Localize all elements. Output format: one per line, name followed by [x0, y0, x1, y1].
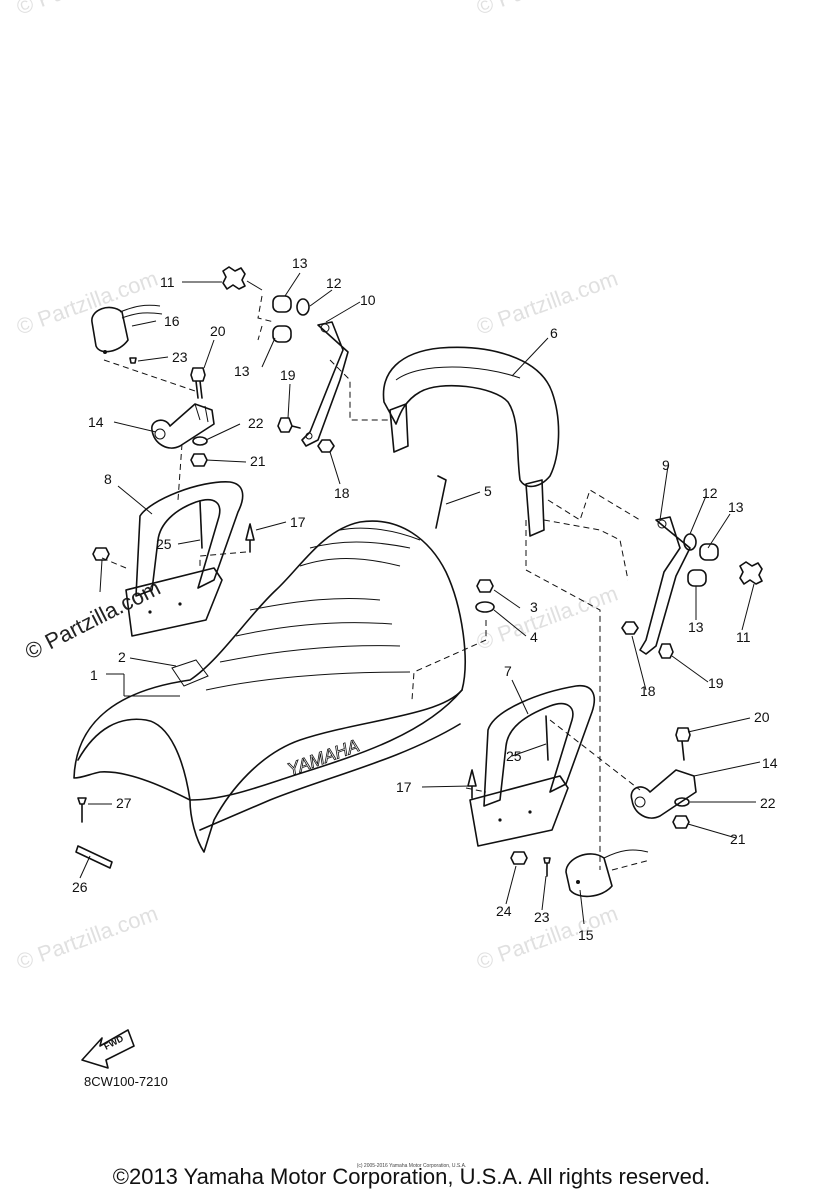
diagram-code: 8CW100-7210: [84, 1074, 168, 1089]
callout-11: 11: [736, 629, 751, 645]
callout-22: 22: [760, 795, 776, 811]
part-8-grab-bar-left: [125, 481, 244, 637]
part-22-washer: [192, 436, 208, 446]
part-23-screw: [129, 357, 137, 364]
callout-21: 21: [250, 453, 266, 469]
part-12-washer: [296, 298, 310, 316]
callout-13: 13: [292, 255, 308, 271]
part-14-hinge-left: [151, 403, 215, 449]
watermark: © Partzilla.com: [473, 581, 621, 655]
part-20-bolt: [675, 727, 691, 761]
callout-24: 24: [496, 903, 512, 919]
callout-18: 18: [334, 485, 350, 501]
part-11-knob-left: [222, 266, 263, 291]
part-17-rivet: [467, 769, 477, 799]
fwd-label: FWD: [102, 1033, 125, 1052]
part-13-bushing: [272, 325, 292, 343]
part-18-nut: [621, 621, 639, 635]
callout-14: 14: [762, 755, 778, 771]
callout-12: 12: [702, 485, 718, 501]
part-3-nut: [476, 579, 494, 593]
callout-17: 17: [396, 779, 412, 795]
watermark: © Partzilla.com: [13, 266, 161, 340]
parts-layer: YAMAHA FWD: [73, 266, 763, 1069]
part-13-bushing: [699, 543, 719, 561]
callout-13: 13: [688, 619, 704, 635]
callout-26: 26: [72, 879, 88, 895]
copyright-footer: ©2013 Yamaha Motor Corporation, U.S.A. A…: [112, 1164, 711, 1189]
callout-22: 22: [248, 415, 264, 431]
callout-23: 23: [534, 909, 550, 925]
callout-4: 4: [530, 629, 538, 645]
part-25-pin: [545, 715, 549, 761]
part-9-bracket: [639, 516, 691, 655]
callout-19: 19: [708, 675, 724, 691]
part-14-hinge-right: [630, 769, 697, 819]
part-20-bolt: [190, 367, 206, 399]
callout-8: 8: [104, 471, 112, 487]
callout-13: 13: [234, 363, 250, 379]
callout-17: 17: [290, 514, 306, 530]
part-10-bracket: [301, 321, 349, 447]
part-15-cover: [565, 849, 649, 898]
watermark: © Partzilla.com: [473, 266, 621, 340]
callout-10: 10: [360, 292, 376, 308]
callout-16: 16: [164, 313, 180, 329]
watermark: © Partzilla.com: [473, 0, 621, 20]
part-25-pin: [199, 501, 203, 549]
callout-12: 12: [326, 275, 342, 291]
part-19-bolt: [277, 417, 301, 433]
fwd-arrow-icon: FWD: [81, 1029, 135, 1069]
callout-15: 15: [578, 927, 594, 943]
callout-14: 14: [88, 414, 104, 430]
part-11-knob-right: [739, 561, 763, 585]
part-22-washer: [674, 797, 690, 807]
callout-9: 9: [662, 457, 670, 473]
watermark-layer: © Partzilla.com © Partzilla.com © Partzi…: [13, 0, 621, 975]
part-16-cover: [91, 304, 163, 354]
callout-3: 3: [530, 599, 538, 615]
callout-11: 11: [160, 274, 175, 290]
callout-5: 5: [484, 483, 492, 499]
callout-13: 13: [728, 499, 744, 515]
part-13-bushing: [687, 569, 707, 587]
callout-20: 20: [754, 709, 770, 725]
part-18-nut: [317, 439, 335, 453]
callout-25: 25: [156, 536, 172, 552]
assembly-lines: [101, 295, 651, 871]
callout-19: 19: [280, 367, 296, 383]
part-13-bushing: [272, 295, 292, 313]
callout-23: 23: [172, 349, 188, 365]
part-7-grab-bar-right: [469, 685, 596, 847]
part-4-washer: [475, 601, 495, 613]
part-1-seat: YAMAHA: [73, 520, 466, 853]
watermark: © Partzilla.com: [13, 901, 161, 975]
part-19-bolt: [658, 643, 674, 659]
callout-25: 25: [506, 748, 522, 764]
watermark: © Partzilla.com: [13, 0, 161, 20]
part-23-screw: [543, 857, 551, 877]
part-26-strap: [75, 845, 113, 869]
part-21-nut: [672, 815, 690, 829]
part-27-screw: [77, 797, 87, 823]
watermark-large: © Partzilla.com: [21, 575, 164, 665]
part-6-backrest: [382, 346, 560, 537]
callout-20: 20: [210, 323, 226, 339]
callout-27: 27: [116, 795, 132, 811]
part-17-rivet: [245, 523, 255, 553]
leader-lines: [79, 272, 761, 925]
callout-21: 21: [730, 831, 746, 847]
callout-7: 7: [504, 663, 512, 679]
callout-6: 6: [550, 325, 558, 341]
callout-labels: 1 2 3 4 5 6 7 8 9 10 11 11 12 12 13 13 1…: [72, 255, 778, 943]
part-24-bolt: [510, 851, 528, 865]
callout-1: 1: [90, 667, 98, 683]
callout-2: 2: [118, 649, 126, 665]
part-24-bolt-left: [92, 547, 110, 561]
part-5-rod: [435, 475, 447, 529]
callout-18: 18: [640, 683, 656, 699]
part-21-nut: [190, 453, 208, 467]
tiny-copyright: (c) 2005-2016 Yamaha Motor Corporation, …: [356, 1163, 467, 1169]
